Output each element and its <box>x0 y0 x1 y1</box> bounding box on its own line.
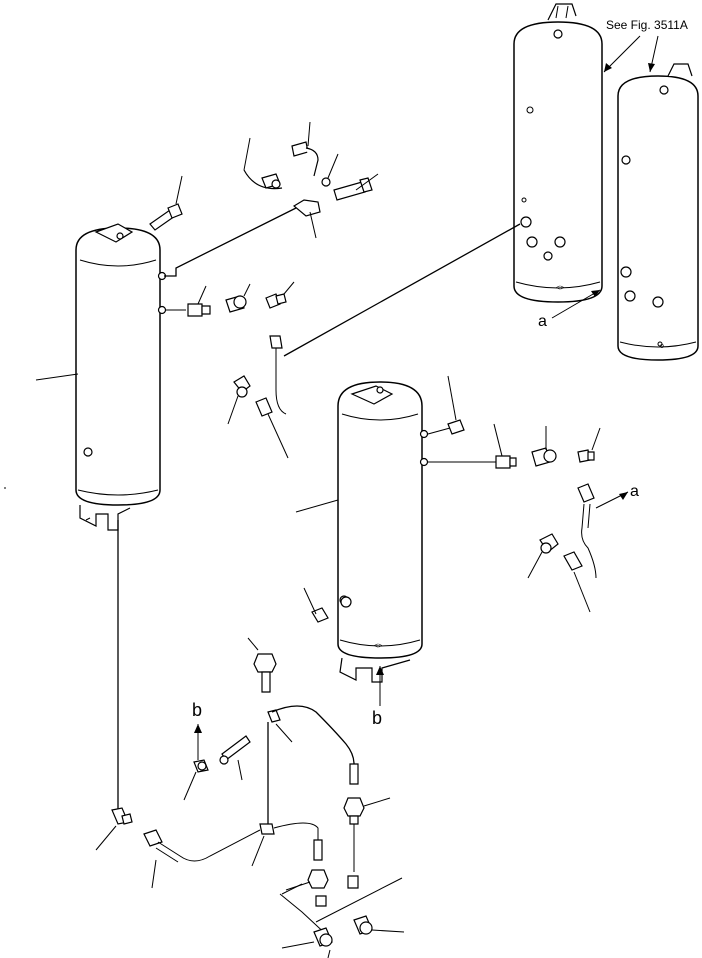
upper-right-tank-1: <> <box>513 3 603 303</box>
top-hose-fittings <box>243 121 379 239</box>
center-tank-leader <box>295 499 339 513</box>
connection-a-upper: a <box>538 289 601 330</box>
label-b-upper: b <box>192 700 202 720</box>
reference-note: See Fig. 3511A <box>603 18 688 73</box>
center-tank-side-fittings <box>427 375 601 469</box>
lower-valve-fittings <box>307 797 391 907</box>
svg-text:<>: <> <box>556 285 564 292</box>
center-hose-assembly <box>227 335 289 459</box>
label-b-lower: b <box>372 708 382 728</box>
base-plate <box>279 877 403 939</box>
upper-right-tank-2 <box>617 63 699 361</box>
lower-left-hose <box>95 807 323 889</box>
svg-text:<>: <> <box>374 643 382 650</box>
pipe-left-to-top <box>164 207 297 277</box>
lower-hose-fittings <box>219 705 359 867</box>
left-tank-top-bolt <box>149 175 183 231</box>
drain-mark: o <box>660 343 664 350</box>
left-tank-leader <box>35 373 79 381</box>
left-air-tank <box>75 223 167 531</box>
pipe-upper-tank-to-hose <box>283 223 521 357</box>
base-plate-fittings <box>281 915 405 958</box>
lower-bolt <box>247 637 277 693</box>
center-tank-lower-fittings <box>303 587 352 623</box>
connection-b-lower: b <box>372 666 384 728</box>
center-air-tank: <> <box>337 381 429 683</box>
right-hose-assembly: a <box>527 483 639 613</box>
left-tank-side-fittings <box>166 281 295 317</box>
label-a-lower: a <box>630 483 639 500</box>
connection-b-upper: b <box>183 700 209 801</box>
label-a-upper: a <box>538 313 547 330</box>
reference-note-text: See Fig. 3511A <box>606 18 688 32</box>
